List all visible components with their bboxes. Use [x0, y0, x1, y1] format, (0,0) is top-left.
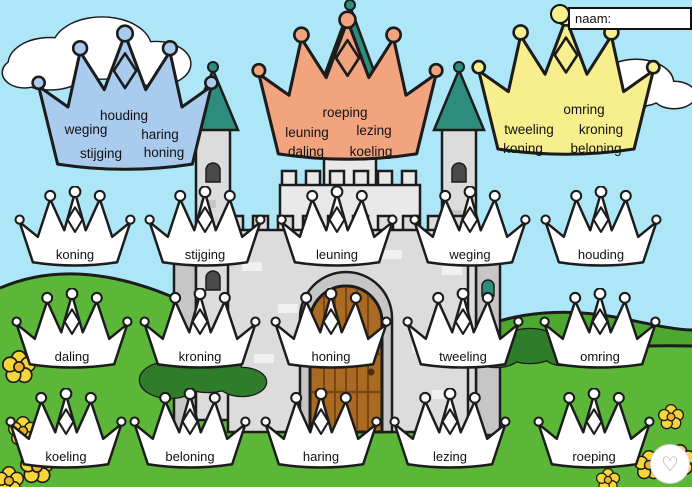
sort-word: haring	[141, 127, 179, 142]
sort-crown-orange: roeping leuning lezing daling koeling	[250, 10, 445, 161]
crown-icon	[250, 10, 445, 161]
heart-icon: ♡	[661, 453, 679, 476]
answer-word: leuning	[316, 247, 358, 262]
answer-crown: beloning	[128, 388, 252, 470]
sort-crown-blue: houding weging haring stijging honing	[30, 24, 220, 171]
crown-icon	[470, 8, 662, 156]
publisher-logo: ♡	[650, 444, 690, 484]
crown-icon	[30, 24, 220, 171]
answer-word: tweeling	[439, 349, 487, 364]
sort-word: honing	[143, 145, 185, 160]
sort-word: omring	[563, 102, 605, 117]
answer-crown: tweeling	[401, 288, 525, 370]
sort-crown-yellow: omring tweeling kroning koning beloning	[470, 8, 662, 156]
sort-word: leuning	[285, 125, 329, 140]
name-input[interactable]: naam:	[568, 7, 692, 30]
answer-word: weging	[449, 247, 491, 262]
answer-word: stijging	[184, 247, 226, 262]
answer-crown: omring	[538, 288, 662, 370]
sort-word: lezing	[356, 123, 392, 138]
answer-crown: koning	[13, 186, 137, 268]
name-label: naam:	[575, 11, 612, 26]
answer-crown: kroning	[138, 288, 262, 370]
answer-word: koeling	[45, 449, 87, 464]
sort-word: kroning	[578, 122, 624, 137]
answer-word: kroning	[178, 349, 222, 364]
answer-crown: houding	[539, 186, 663, 268]
answer-crown: roeping	[532, 388, 656, 470]
answer-crown: leuning	[275, 186, 399, 268]
answer-crown: koeling	[4, 388, 128, 470]
answer-crown: stijging	[143, 186, 267, 268]
sort-word: koning	[503, 141, 543, 156]
sort-word: tweeling	[504, 122, 554, 137]
answer-word: koning	[55, 247, 95, 262]
sort-word: houding	[99, 108, 149, 123]
answer-word: haring	[302, 449, 340, 464]
answer-word: honing	[311, 349, 351, 364]
sort-word: beloning	[570, 141, 622, 156]
sort-word: daling	[287, 144, 325, 159]
sort-word: koeling	[349, 144, 393, 159]
answer-crown: weging	[408, 186, 532, 268]
flower-icon	[596, 468, 620, 487]
teal-window	[481, 279, 495, 297]
answer-word: omring	[580, 349, 620, 364]
answer-word: houding	[577, 247, 625, 262]
answer-crown: lezing	[388, 388, 512, 470]
flower-icon	[658, 404, 684, 430]
answer-crown: daling	[10, 288, 134, 370]
answer-crown: haring	[259, 388, 383, 470]
sort-word: weging	[64, 122, 108, 137]
answer-word: lezing	[433, 449, 467, 464]
answer-word: roeping	[572, 449, 616, 464]
sort-word: stijging	[79, 146, 123, 161]
answer-crown: honing	[269, 288, 393, 370]
answer-word: daling	[54, 349, 90, 364]
answer-word: beloning	[165, 449, 215, 464]
sort-word: roeping	[322, 105, 368, 120]
crown-tip-circle	[550, 4, 570, 24]
